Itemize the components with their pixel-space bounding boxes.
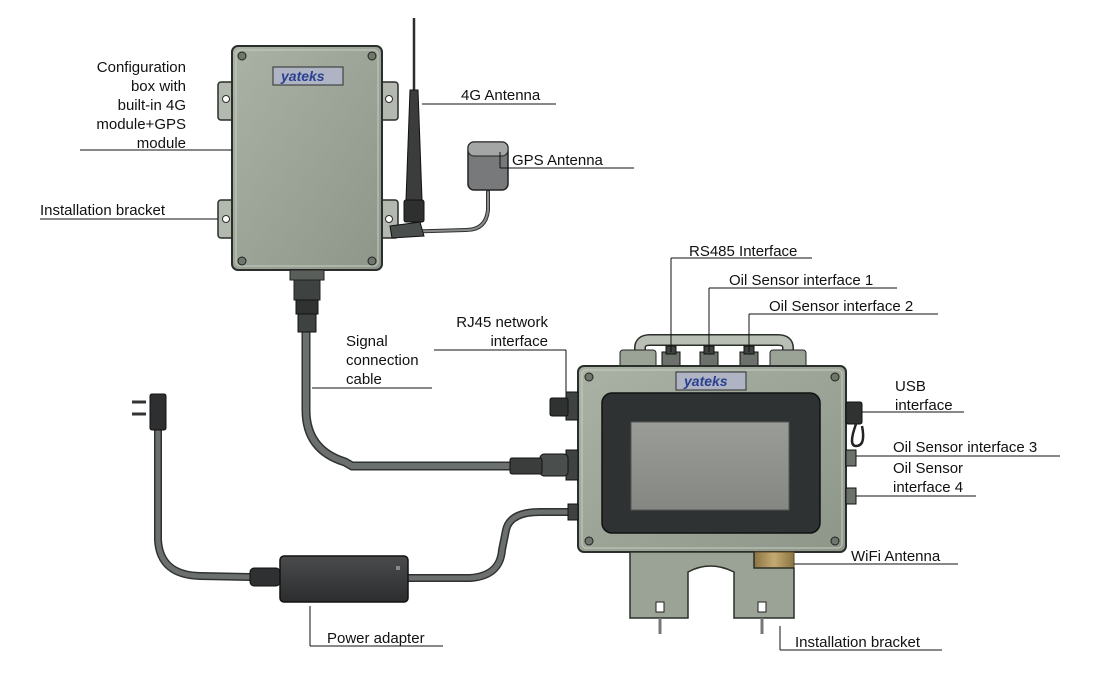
- signal-cable-port: [509, 449, 579, 481]
- oil-sensor-port-3: [845, 449, 857, 467]
- label-configuration-box-line-2: box with: [130, 78, 186, 95]
- label-gps-antenna: GPS Antenna: [512, 152, 603, 169]
- label-wifi-antenna: WiFi Antenna: [851, 548, 941, 565]
- label-configuration-box-line-4: module+GPS: [96, 116, 186, 133]
- usb-port: [845, 401, 865, 448]
- label-power-adapter: Power adapter: [327, 630, 425, 647]
- label-usb-line-1: USB: [895, 378, 926, 395]
- label-rs485-interface: RS485 Interface: [689, 243, 798, 260]
- label-rj45-network-interface: RJ45 network interface: [420, 313, 548, 351]
- installation-bracket-bottom: [629, 551, 795, 634]
- label-usb-line-2: interface: [895, 397, 953, 414]
- rj45-port: [549, 391, 579, 421]
- label-oil4-line-2: interface 4: [893, 479, 964, 496]
- config-box-logo: yateks: [280, 68, 325, 84]
- label-configuration-box: Configuration box with built-in 4G modul…: [60, 58, 186, 153]
- power-cord: [154, 426, 254, 581]
- label-rj45-line-2: interface: [490, 333, 548, 350]
- configuration-box: yateks: [217, 45, 399, 333]
- label-usb-interface: USB interface: [895, 377, 953, 415]
- leader-lines: [40, 103, 1060, 651]
- label-signal-cable-line-2: connection: [346, 352, 419, 369]
- label-installation-bracket-bottom: Installation bracket: [795, 634, 921, 651]
- label-rj45-line-1: RJ45 network: [456, 314, 548, 331]
- oil-sensor-port-4: [845, 487, 857, 505]
- label-oil4-line-1: Oil Sensor: [893, 460, 964, 477]
- power-adapter: [249, 555, 409, 603]
- label-oil-sensor-interface-1: Oil Sensor interface 1: [729, 272, 874, 289]
- 4g-antenna: [389, 18, 425, 239]
- label-signal-cable-line-1: Signal: [346, 333, 388, 350]
- main-device: yateks: [509, 334, 865, 634]
- label-installation-bracket-top: Installation bracket: [40, 202, 166, 219]
- power-plug: [132, 393, 167, 431]
- power-port: [567, 503, 579, 521]
- label-signal-connection-cable: Signal connection cable: [346, 332, 419, 389]
- cables: [154, 190, 582, 582]
- device-logo: yateks: [683, 373, 728, 389]
- display-screen: [630, 421, 790, 511]
- label-oil-sensor-interface-2: Oil Sensor interface 2: [769, 298, 914, 315]
- wifi-antenna: [753, 551, 795, 569]
- gps-antenna: [467, 141, 509, 191]
- label-oil-sensor-interface-4: Oil Sensor interface 4: [893, 459, 963, 497]
- label-signal-cable-line-3: cable: [346, 371, 382, 388]
- label-oil-sensor-interface-3: Oil Sensor interface 3: [893, 439, 1038, 456]
- label-4g-antenna: 4G Antenna: [461, 87, 541, 104]
- label-configuration-box-line-1: Configuration: [96, 59, 186, 76]
- label-configuration-box-line-3: built-in 4G: [117, 97, 186, 114]
- label-configuration-box-line-5: module: [136, 135, 186, 152]
